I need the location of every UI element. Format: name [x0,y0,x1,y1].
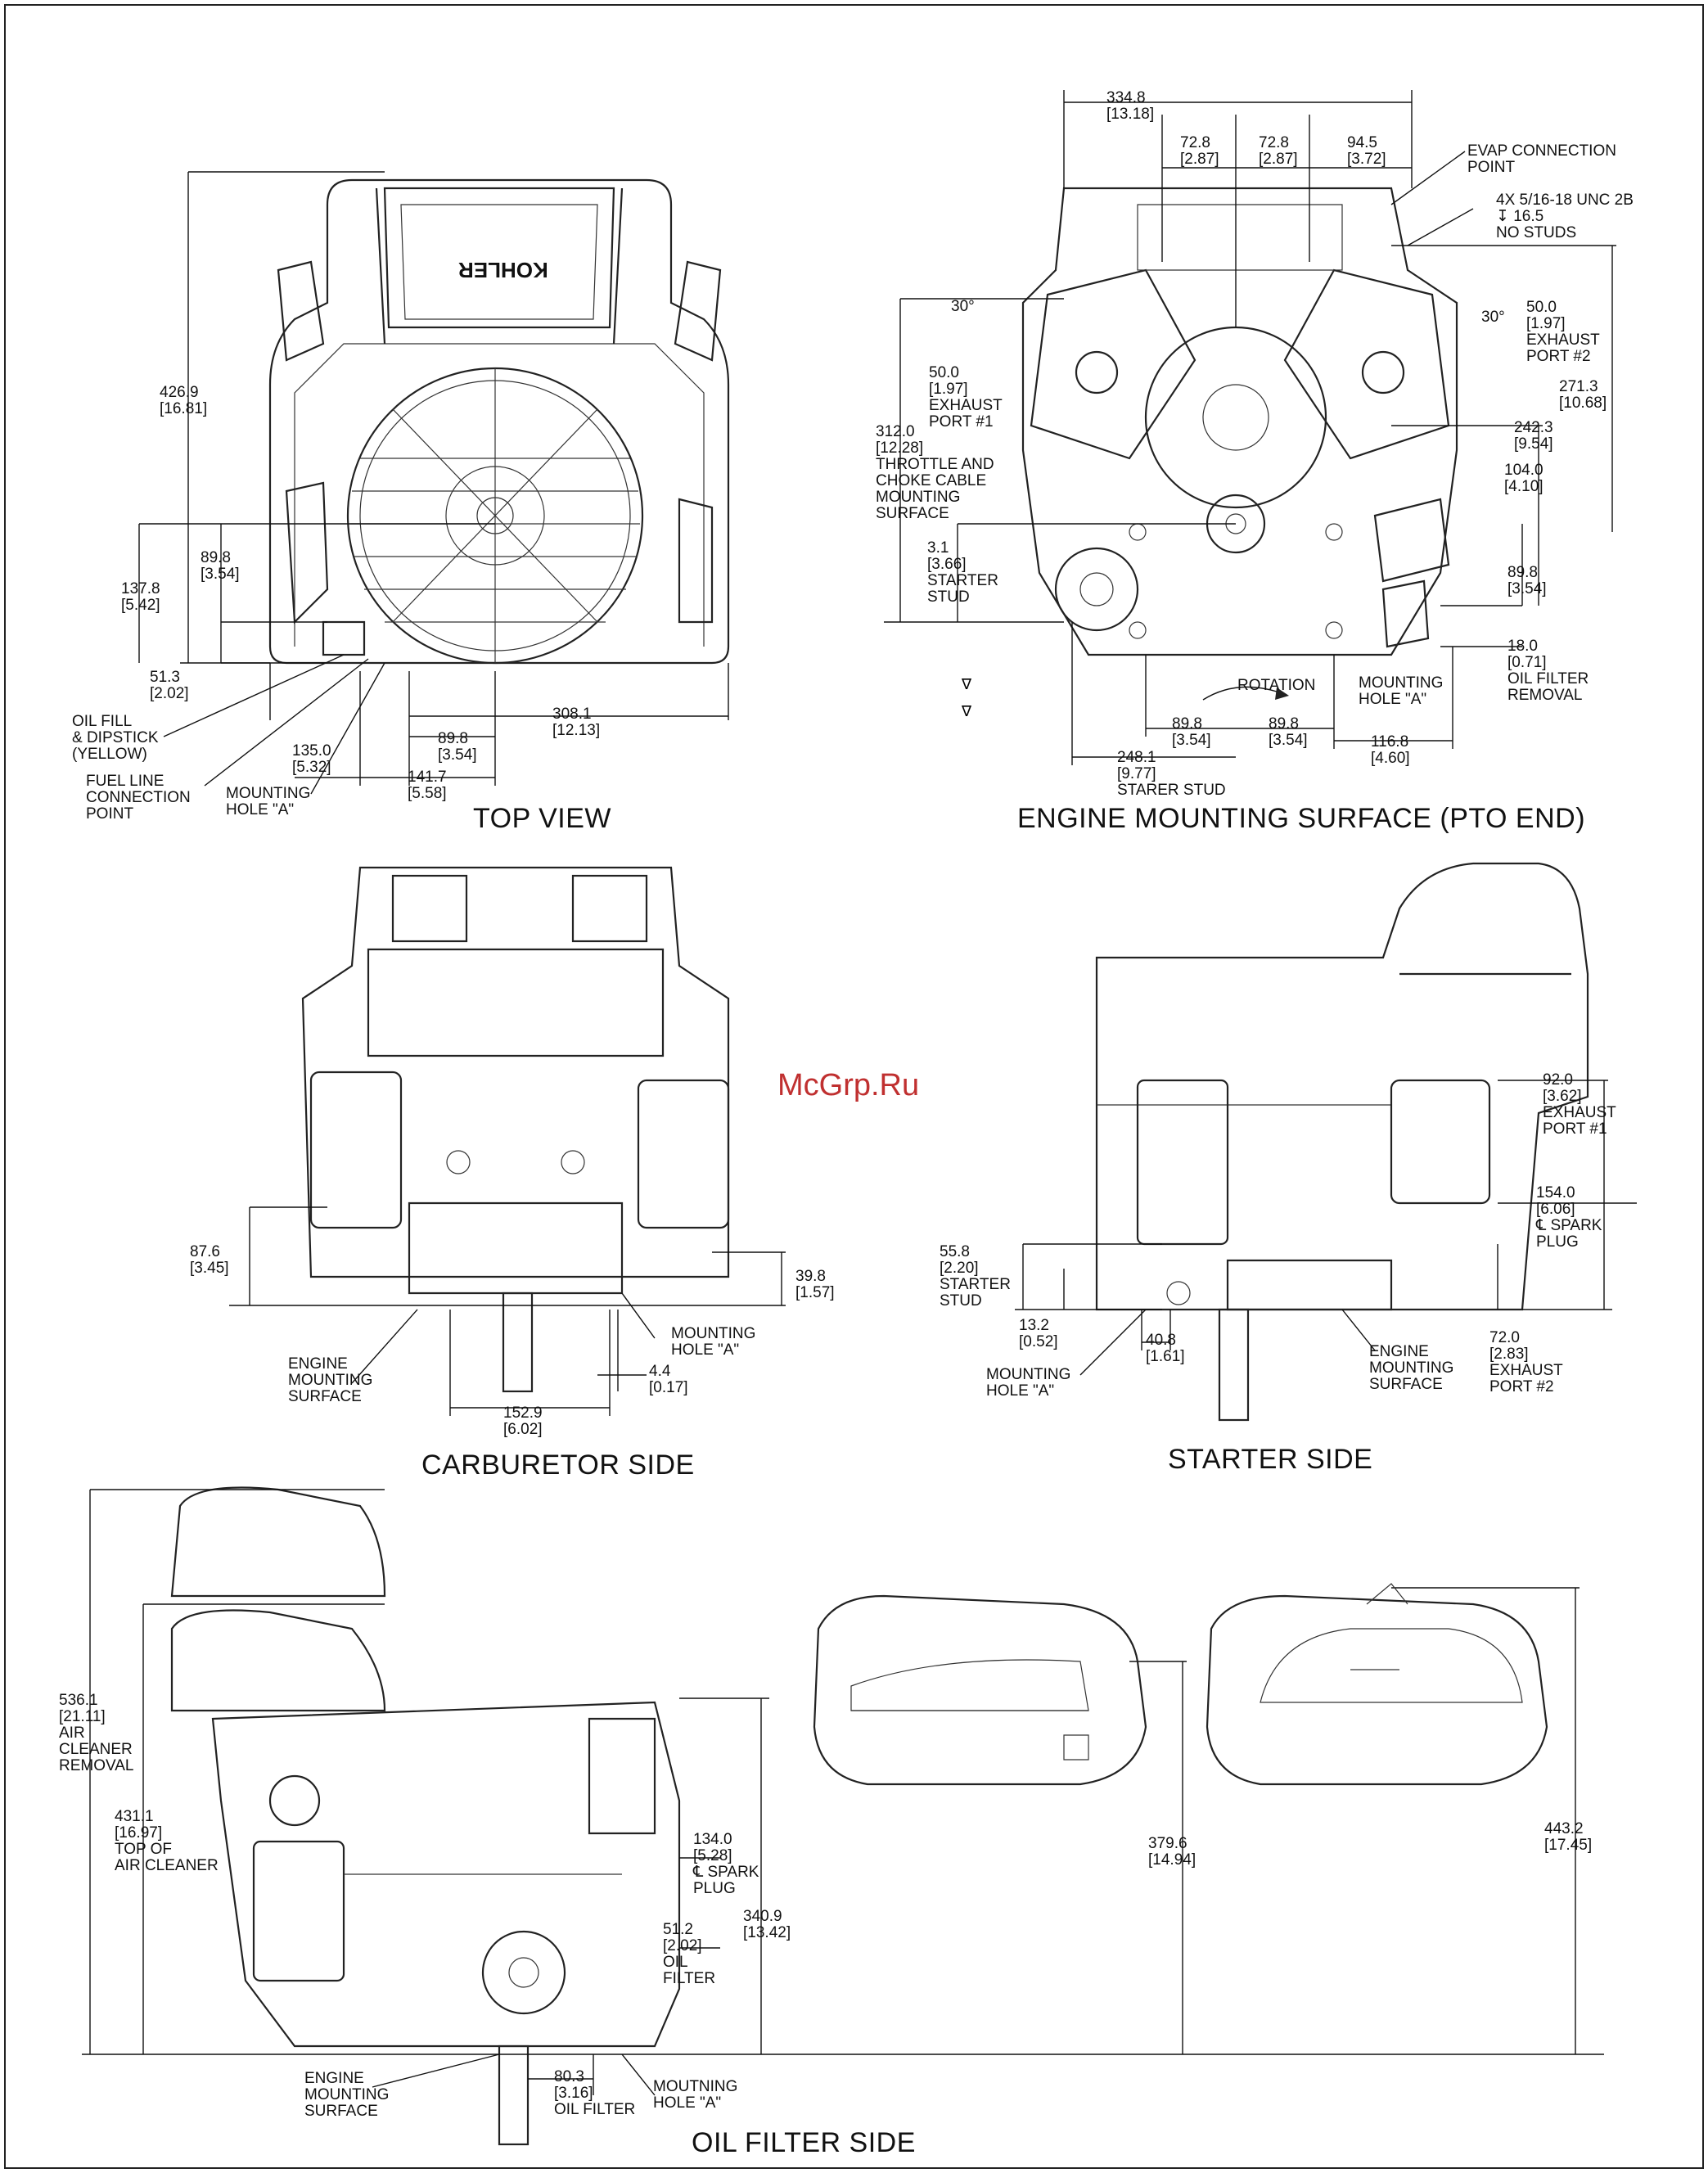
pto-view-drawing [1021,187,1458,656]
engine-mount-starter: ENGINE MOUNTING SURFACE [1369,1343,1454,1393]
top-view-dimensions [138,171,729,795]
exhaust-port-2: 50.0 [1.97] EXHAUST PORT #2 [1526,299,1600,365]
dim-40-8: 40.8 [1.61] [1146,1332,1185,1365]
oil-view-drawing [170,1486,681,2146]
dim-443-2: 443.2 [17.45] [1544,1820,1593,1854]
engine-mount-carb: ENGINE MOUNTING SURFACE [288,1355,373,1405]
dim-116-8: 116.8 [4.60] [1371,733,1410,767]
starter-view-title: STARTER SIDE [1168,1444,1373,1475]
datum-symbol-1: ∇ [961,676,972,693]
page-border [4,4,1704,2169]
dim-94-5: 94.5 [3.72] [1347,134,1386,168]
dim-431-1: 431.1 [16.97] TOP OF AIR CLEANER [115,1808,219,1874]
mounting-hole-oil: MOUTNING HOLE "A" [653,2078,738,2112]
air-cleaner-detail-2 [1206,1583,1548,1786]
starter-stud-label: 3.1 [3.66] STARTER STUD [927,539,998,606]
dim-271-3: 271.3 [10.68] [1559,378,1607,412]
top-view-title: TOP VIEW [473,803,612,834]
dim-135-0: 135.0 [5.32] [292,742,331,776]
dim-4-4: 4.4 [0.17] [649,1363,688,1396]
starter-view-drawing [1095,862,1589,1422]
dim-104-0: 104.0 [4.10] [1504,462,1544,495]
exhaust-port-1: 50.0 [1.97] EXHAUST PORT #1 [929,364,1003,431]
dim-13-2: 13.2 [0.52] [1019,1317,1058,1350]
dim-89-8-d: 89.8 [3.54] [1172,715,1211,749]
dim-89-8-a: 89.8 [3.54] [201,549,240,583]
dim-340-9: 340.9 [13.42] [743,1908,791,1941]
dim-426-9: 426.9 [16.81] [160,384,208,417]
rotation-arrowhead [1275,688,1289,700]
fuel-line-label: FUEL LINE CONNECTION POINT [86,773,191,823]
brand-label: KOHLER [458,258,548,282]
datum-symbol-2: ∇ [961,703,972,720]
dim-80-3: 80.3 [3.16] OIL FILTER [554,2068,636,2118]
oil-view-title: OIL FILTER SIDE [692,2127,916,2158]
dim-242-3: 242.3 [9.54] [1514,419,1553,453]
dim-134-0: 134.0 [5.28] ℄ SPARK PLUG [693,1831,759,1897]
dim-87-6: 87.6 [3.45] [190,1243,229,1277]
studs-label: 4X 5/16-18 UNC 2B ↧ 16.5 NO STUDS [1496,192,1634,241]
rotation-label: ROTATION [1237,677,1316,694]
dim-89-8-b: 89.8 [3.54] [438,730,477,764]
dim-89-8-c: 89.8 [3.54] [1507,564,1547,597]
mounting-hole-starter: MOUNTING HOLE "A" [986,1366,1071,1400]
dim-39-8: 39.8 [1.57] [795,1268,835,1301]
dim-72-0: 72.0 [2.83] EXHAUST PORT #2 [1489,1329,1563,1395]
dim-141-7: 141.7 [5.58] [408,769,447,802]
dim-137-8: 137.8 [5.42] [121,580,160,614]
dim-334-8: 334.8 [13.18] [1106,89,1155,123]
mounting-hole-pto: MOUNTING HOLE "A" [1359,674,1444,708]
top-view-drawing [268,178,730,665]
pto-view-dimensions [884,90,1616,765]
mounting-hole-carb: MOUNTING HOLE "A" [671,1325,756,1359]
dim-89-8-e: 89.8 [3.54] [1269,715,1308,749]
angle-2: 30° [1481,309,1505,326]
dim-154-0: 154.0 [6.06] ℄ SPARK PLUG [1536,1184,1602,1251]
oil-view-dimensions [82,1489,1604,2096]
pto-view-title: ENGINE MOUNTING SURFACE (PTO END) [1017,803,1586,834]
dim-312-0: 312.0 [12.28] THROTTLE AND CHOKE CABLE M… [876,423,994,522]
carb-view-drawing [301,866,730,1393]
dim-536-1: 536.1 [21.11] AIR CLEANER REMOVAL [59,1692,134,1774]
rotation-arrow [1202,686,1278,701]
dim-72-8-a: 72.8 [2.87] [1180,134,1219,168]
carb-view-dimensions [229,1206,786,1416]
dim-379-6: 379.6 [14.94] [1148,1835,1197,1869]
dim-51-3: 51.3 [2.02] [150,669,189,702]
angle-1: 30° [951,298,975,315]
dim-72-8-b: 72.8 [2.87] [1259,134,1298,168]
dim-152-9: 152.9 [6.02] [503,1404,543,1438]
dim-92-0: 92.0 [3.62] EXHAUST PORT #1 [1543,1071,1616,1138]
evap-label: EVAP CONNECTION POINT [1467,142,1616,176]
starter-view-dimensions [1015,1080,1637,1376]
dim-55-8: 55.8 [2.20] STARTER STUD [940,1243,1011,1310]
watermark: McGrp.Ru [777,1068,920,1102]
dim-248-1: 248.1 [9.77] STARER STUD [1117,749,1226,799]
dim-308-1: 308.1 [12.13] [552,706,601,739]
dim-51-2: 51.2 [2.02] OIL FILTER [663,1921,716,1987]
oil-fill-label: OIL FILL & DIPSTICK (YELLOW) [72,713,159,763]
carb-view-title: CARBURETOR SIDE [421,1449,695,1481]
air-cleaner-detail-1 [813,1594,1147,1786]
engine-mount-oil: ENGINE MOUNTING SURFACE [304,2070,390,2120]
dim-18-0: 18.0 [0.71] OIL FILTER REMOVAL [1507,638,1589,704]
mounting-hole-top: MOUNTING HOLE "A" [226,785,311,818]
